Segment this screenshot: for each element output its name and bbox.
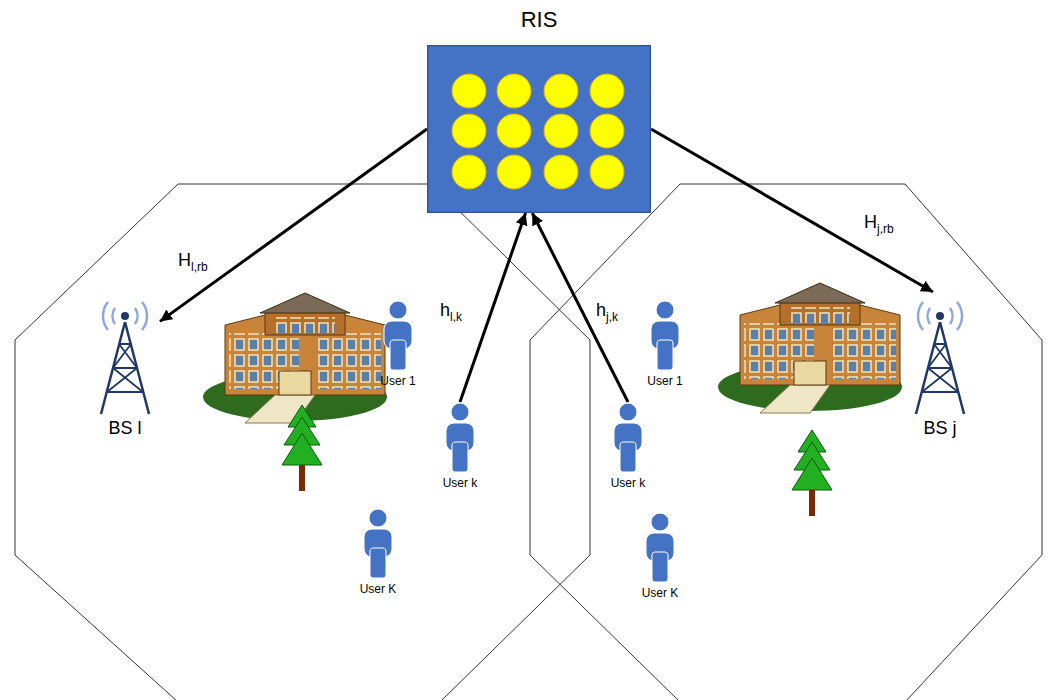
station-label: BS l [90,418,160,439]
ris-element [452,114,486,148]
user-label: User K [357,582,400,596]
user-node: User 1 [377,300,419,388]
ris-element [544,155,578,189]
channel-label: Hl,rb [176,250,210,274]
user-icon [647,300,683,370]
base-station: BS j [905,292,975,439]
user-icon [442,402,478,472]
channel-label: Hj,rb [862,212,896,236]
channel-label: hj,k [594,300,620,324]
channel-label: hl,k [438,300,464,324]
base-station: BS l [90,292,160,439]
tower-icon [908,292,972,416]
user-label: User 1 [644,374,686,388]
channel-arrow [460,213,526,402]
channel-arrow [651,129,933,292]
ris-element [544,114,578,148]
ris-element [497,155,531,189]
ris-surface [428,46,651,213]
ris-element [452,74,486,108]
ris-element [452,155,486,189]
ris-element [590,74,624,108]
user-icon [610,402,646,472]
ris-box: RIS [427,45,651,213]
channel-arrow [532,213,628,402]
user-label: User 1 [377,374,419,388]
ris-panel [427,45,651,213]
ris-title: RIS [427,7,651,33]
tree-icon [282,405,322,491]
ris-element [497,114,531,148]
user-label: User k [439,476,481,490]
ris-element [590,114,624,148]
user-label: User K [639,586,682,600]
user-icon [642,512,678,582]
building-icon [718,283,902,413]
channel-arrow [160,129,427,321]
user-node: User k [607,402,649,490]
station-label: BS j [905,418,975,439]
building-icon [203,293,387,423]
user-node: User K [357,508,400,596]
tower-icon [93,292,157,416]
cell-outline [15,184,590,700]
tree-icon [792,430,832,516]
user-icon [380,300,416,370]
user-node: User K [639,512,682,600]
user-node: User 1 [644,300,686,388]
user-label: User k [607,476,649,490]
user-icon [360,508,396,578]
ris-element [497,74,531,108]
ris-element [590,155,624,189]
user-node: User k [439,402,481,490]
ris-element [544,74,578,108]
cell-outline [530,184,1042,700]
